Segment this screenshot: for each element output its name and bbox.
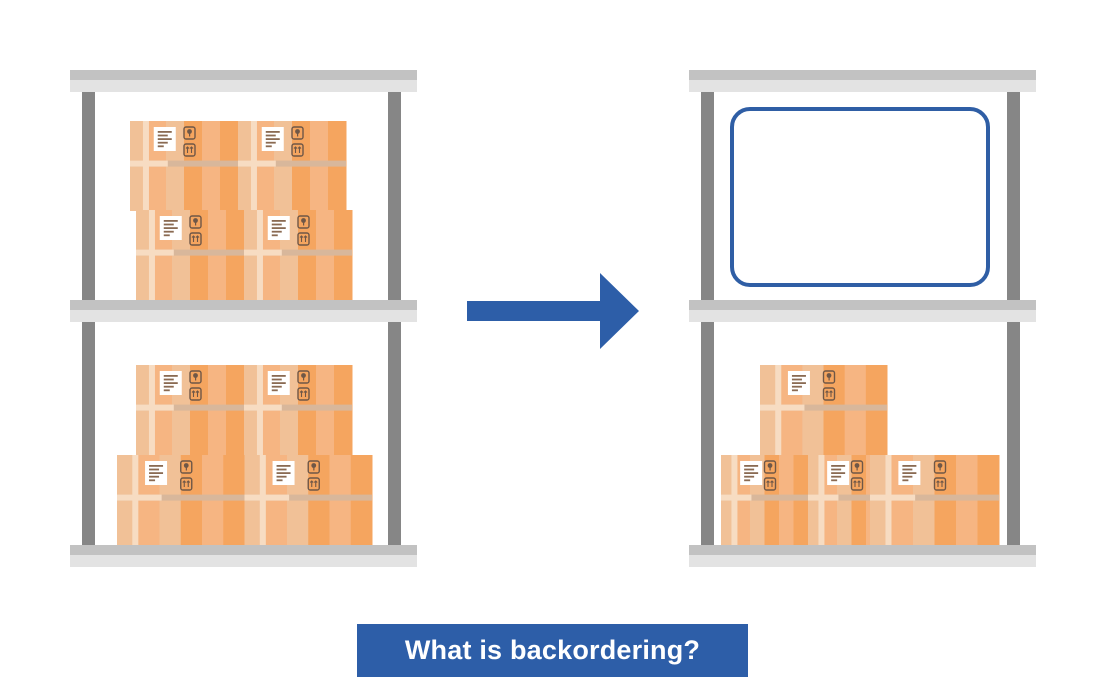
this-way-up-icon <box>291 143 304 157</box>
cardboard-box <box>244 455 373 545</box>
left-shelf-full-stock <box>70 70 417 567</box>
this-way-up-icon <box>307 477 320 491</box>
wine-glass-icon <box>183 126 196 140</box>
wine-glass-icon <box>291 126 304 140</box>
cardboard-box <box>238 121 347 211</box>
right-arrow-icon <box>467 273 639 349</box>
shelf-board <box>689 300 1036 322</box>
wine-glass-icon <box>189 215 202 229</box>
this-way-up-icon <box>822 387 836 401</box>
wine-glass-icon <box>180 460 193 474</box>
this-way-up-icon <box>763 477 777 491</box>
wine-glass-icon <box>189 370 202 384</box>
this-way-up-icon <box>183 143 196 157</box>
this-way-up-icon <box>297 387 310 401</box>
shelf-board <box>70 300 417 322</box>
empty-slot-outline <box>730 107 990 287</box>
shelf-board <box>689 545 1036 567</box>
wine-glass-icon <box>850 460 864 474</box>
cardboard-box <box>721 455 809 545</box>
shelf-board <box>70 545 417 567</box>
this-way-up-icon <box>933 477 947 491</box>
shelf-board <box>70 70 417 92</box>
this-way-up-icon <box>297 232 310 246</box>
cardboard-box <box>117 455 245 545</box>
wine-glass-icon <box>297 370 310 384</box>
this-way-up-icon <box>850 477 864 491</box>
cardboard-box <box>244 365 353 455</box>
wine-glass-icon <box>763 460 777 474</box>
right-shelf-backordered-stock <box>689 70 1036 567</box>
this-way-up-icon <box>180 477 193 491</box>
cardboard-box <box>136 210 245 300</box>
caption-text: What is backordering? <box>404 635 701 665</box>
wine-glass-icon <box>933 460 947 474</box>
cardboard-box <box>130 121 239 211</box>
wine-glass-icon <box>307 460 320 474</box>
cardboard-box <box>136 365 245 455</box>
wine-glass-icon <box>297 215 310 229</box>
this-way-up-icon <box>189 232 202 246</box>
cardboard-box <box>244 210 353 300</box>
this-way-up-icon <box>189 387 202 401</box>
wine-glass-icon <box>822 370 836 384</box>
shelf-board <box>689 70 1036 92</box>
caption-banner: What is backordering? <box>357 624 748 677</box>
cardboard-box <box>760 365 888 455</box>
cardboard-box <box>870 455 1000 545</box>
